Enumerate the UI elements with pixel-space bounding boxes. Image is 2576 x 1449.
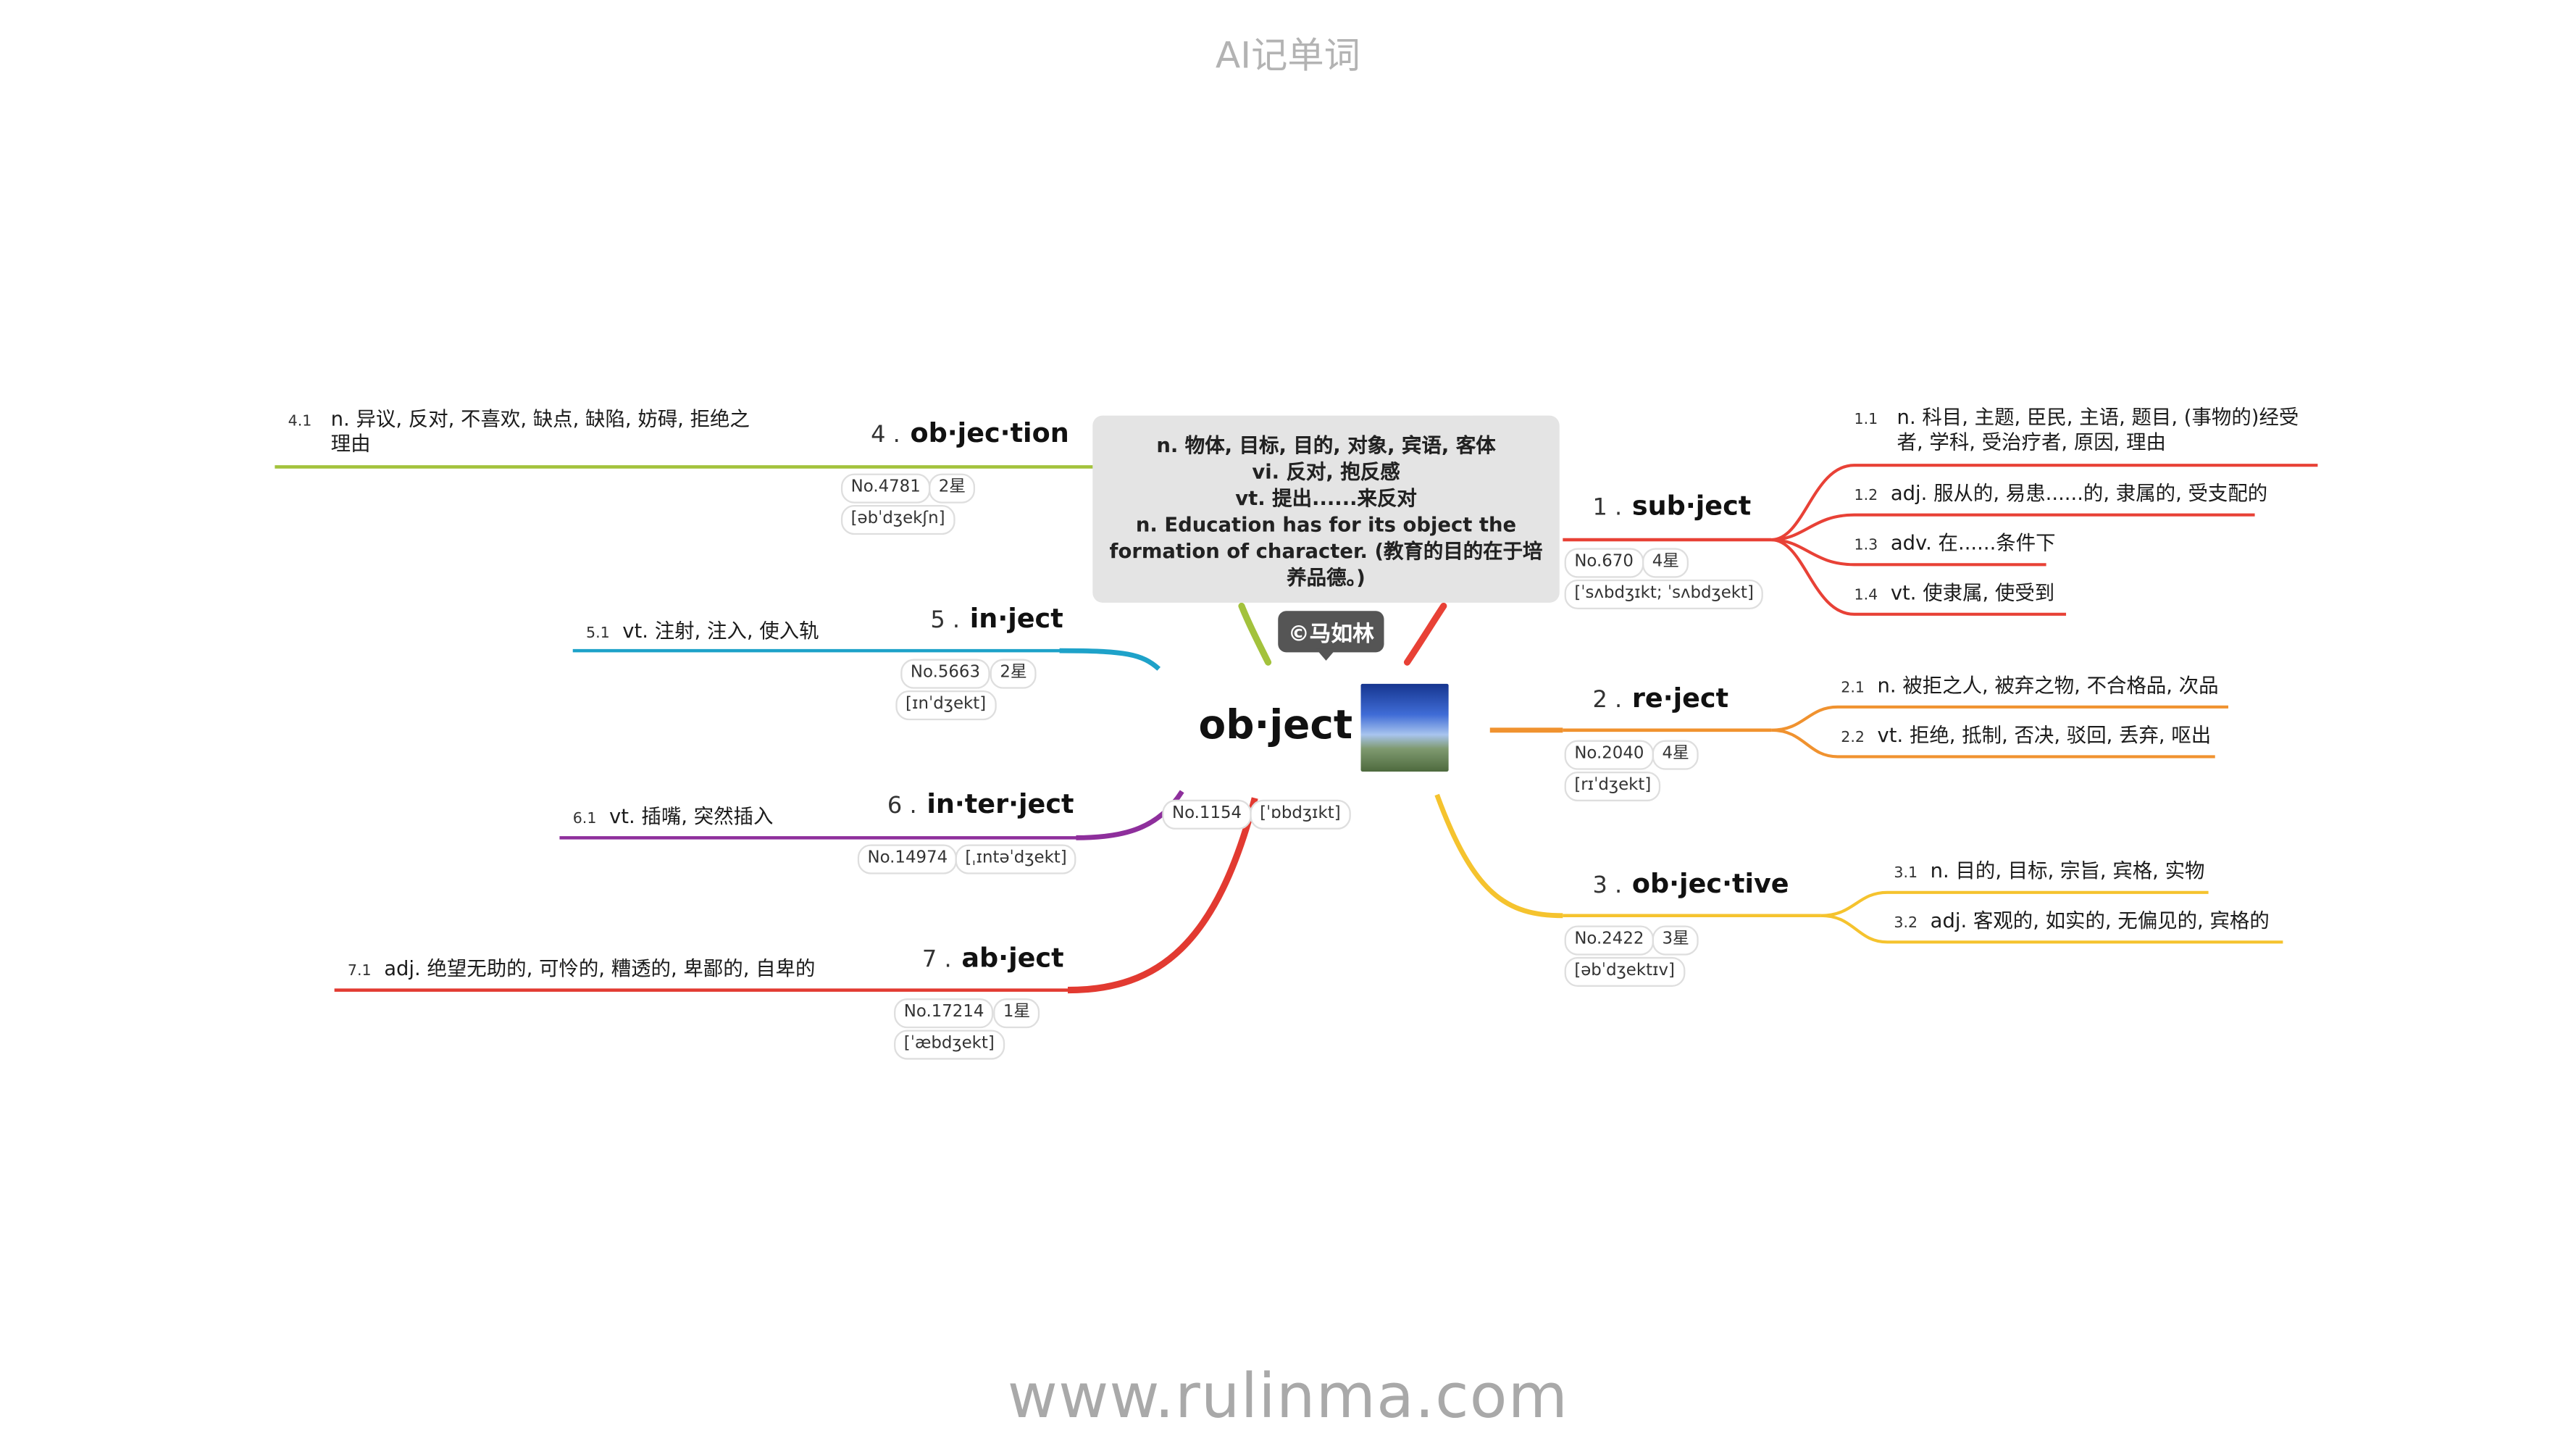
note-line: n. Education has for its object the form… — [1109, 513, 1543, 590]
definition-text: vt. 拒绝, 抵制, 否决, 驳回, 丢弃, 呕出 — [1877, 723, 2212, 747]
branch-word-reject[interactable]: 2 . re·ject — [1592, 682, 1728, 714]
definition-item: 5.1 vt. 注射, 注入, 使入轨 — [586, 619, 819, 648]
stars-tag: 3星 — [1652, 925, 1699, 956]
phonetic-tag: [ˌɪntəˈdʒekt] — [955, 844, 1077, 874]
number-tag: No.5663 — [900, 659, 990, 689]
definition-text: adj. 客观的, 如实的, 无偏见的, 宾格的 — [1930, 909, 2270, 932]
stars-tag: 2星 — [929, 473, 976, 504]
branch-word-inject[interactable]: 5 . in·ject — [930, 603, 1063, 634]
note-line: vt. 提出......来反对 — [1235, 486, 1417, 510]
phonetic-tag: [əbˈdʒektɪv] — [1564, 956, 1685, 987]
definition-text: n. 被拒之人, 被弃之物, 不合格品, 次品 — [1877, 674, 2219, 698]
link-center-inject — [1059, 648, 1161, 671]
page-header: AI记单词 — [1215, 36, 1360, 78]
branch-word-subject[interactable]: 1 . sub·ject — [1592, 490, 1751, 521]
definition-item: 1.1 n. 科目, 主题, 臣民, 主语, 题目, (事物的)经受者, 学科,… — [1854, 406, 2325, 456]
stars-tag: 1星 — [993, 998, 1041, 1029]
definition-text: n. 科目, 主题, 臣民, 主语, 题目, (事物的)经受者, 学科, 受治疗… — [1897, 405, 2299, 454]
definition-index: 2.2 — [1841, 730, 1865, 747]
central-word[interactable]: ob·ject — [1198, 701, 1353, 748]
branch-number: 5 . — [930, 607, 961, 635]
definition-item: 2.1 n. 被拒之人, 被弃之物, 不合格品, 次品 — [1841, 674, 2218, 702]
branch-number: 2 . — [1592, 687, 1623, 714]
branch-word-objective[interactable]: 3 . ob·jec·tive — [1592, 867, 1789, 898]
definition-item: 1.2 adj. 服从的, 易患......的, 隶属的, 受支配的 — [1854, 482, 2268, 510]
branch-number: 7 . — [921, 947, 952, 974]
definition-index: 1.4 — [1854, 588, 1878, 605]
definition-item: 3.1 n. 目的, 目标, 宗旨, 宾格, 实物 — [1894, 859, 2204, 888]
number-tag: No.2040 — [1564, 740, 1655, 770]
definition-note: n. 物体, 目标, 目的, 对象, 宾语, 客体 vi. 反对, 抱反感 vt… — [1092, 415, 1560, 603]
branch-word-text: ab·ject — [961, 942, 1064, 974]
definition-index: 3.2 — [1894, 915, 1918, 932]
branch-word-text: ob·jec·tion — [910, 417, 1069, 449]
branch-word-text: in·ter·ject — [927, 788, 1074, 820]
definition-index: 7.1 — [347, 964, 372, 980]
branch-number: 1 . — [1592, 495, 1623, 522]
definition-text: n. 目的, 目标, 宗旨, 宾格, 实物 — [1930, 859, 2205, 883]
note-line: vi. 反对, 抱反感 — [1252, 460, 1400, 484]
definition-index: 1.2 — [1854, 488, 1878, 506]
definition-index: 4.1 — [288, 414, 312, 431]
definition-item: 1.4 vt. 使隶属, 使受到 — [1854, 581, 2055, 609]
sky-photo-image — [1360, 683, 1449, 772]
stars-tag: 4星 — [1652, 740, 1699, 770]
branch-number: 4 . — [871, 422, 900, 449]
central-phonetic-tag: [ˈɒbdʒɪkt] — [1250, 799, 1351, 830]
definition-text: adj. 绝望无助的, 可怜的, 糟透的, 卑鄙的, 自卑的 — [384, 956, 816, 980]
definition-text: n. 异议, 反对, 不喜欢, 缺点, 缺陷, 妨碍, 拒绝之理由 — [330, 407, 750, 456]
author-badge: ©马如林 — [1278, 611, 1384, 653]
phonetic-tag: [ˈsʌbdʒɪkt; ˈsʌbdʒekt] — [1564, 579, 1764, 609]
number-tag: No.670 — [1564, 548, 1644, 578]
number-tag: No.2422 — [1564, 925, 1655, 956]
phonetic-tag: [rɪˈdʒekt] — [1564, 771, 1662, 802]
definition-item: 7.1 adj. 绝望无助的, 可怜的, 糟透的, 卑鄙的, 自卑的 — [348, 957, 815, 985]
definition-item: 3.2 adj. 客观的, 如实的, 无偏见的, 宾格的 — [1894, 909, 2269, 938]
branch-word-text: ob·jec·tive — [1631, 867, 1789, 899]
central-number-tag: No.1154 — [1162, 799, 1252, 830]
branch-word-abject[interactable]: 7 . ab·ject — [922, 942, 1064, 973]
link-center-objection — [1238, 602, 1272, 666]
branch-word-objection[interactable]: 4 . ob·jec·tion — [871, 417, 1069, 448]
definition-index: 1.3 — [1854, 538, 1878, 555]
number-tag: No.14974 — [857, 844, 958, 874]
link-center-objective — [1434, 793, 1563, 919]
note-line: n. 物体, 目标, 目的, 对象, 宾语, 客体 — [1156, 433, 1496, 457]
branch-number: 6 . — [887, 793, 917, 820]
stars-tag: 2星 — [990, 659, 1037, 689]
definition-text: adv. 在......条件下 — [1890, 531, 2056, 555]
definition-item: 1.3 adv. 在......条件下 — [1854, 532, 2056, 560]
number-tag: No.4781 — [840, 473, 931, 504]
definition-index: 5.1 — [585, 625, 610, 643]
branch-word-text: re·ject — [1631, 682, 1729, 714]
definition-index: 3.1 — [1894, 866, 1918, 883]
definition-text: vt. 插嘴, 突然插入 — [609, 804, 774, 828]
branch-number: 3 . — [1592, 872, 1623, 899]
definition-item: 4.1 n. 异议, 反对, 不喜欢, 缺点, 缺陷, 妨碍, 拒绝之理由 — [288, 407, 765, 457]
branch-word-text: in·ject — [969, 602, 1063, 635]
definition-text: adj. 服从的, 易患......的, 隶属的, 受支配的 — [1890, 482, 2268, 506]
phonetic-tag: [əbˈdʒekʃn] — [840, 505, 955, 535]
definition-text: vt. 使隶属, 使受到 — [1890, 581, 2055, 605]
link-center-subject — [1403, 602, 1447, 666]
definition-item: 6.1 vt. 插嘴, 突然插入 — [573, 805, 774, 833]
phonetic-tag: [ˈæbdʒekt] — [894, 1030, 1005, 1060]
definition-index: 2.1 — [1841, 680, 1865, 698]
definition-text: vt. 注射, 注入, 使入轨 — [622, 619, 819, 643]
definition-index: 1.1 — [1854, 412, 1878, 429]
branch-word-interject[interactable]: 6 . in·ter·ject — [887, 788, 1074, 819]
definition-item: 2.2 vt. 拒绝, 抵制, 否决, 驳回, 丢弃, 呕出 — [1841, 724, 2211, 752]
link-center-abject — [1068, 797, 1258, 994]
footer-url[interactable]: www.rulinma.com — [1007, 1361, 1569, 1432]
stars-tag: 4星 — [1642, 548, 1689, 578]
author-badge-tail — [1316, 648, 1337, 661]
number-tag: No.17214 — [894, 998, 995, 1029]
branch-word-text: sub·ject — [1631, 490, 1752, 522]
phonetic-tag: [ɪnˈdʒekt] — [895, 690, 996, 721]
definition-index: 6.1 — [572, 811, 597, 828]
